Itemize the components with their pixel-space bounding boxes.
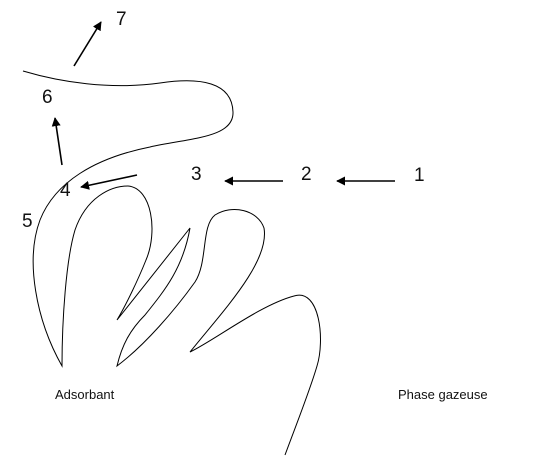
label-adsorbent: Adsorbant [55, 387, 115, 402]
step-number-3: 3 [191, 164, 202, 185]
step-number-2: 2 [301, 164, 312, 185]
step-number-6: 6 [42, 87, 53, 108]
arrow-3-to-4 [81, 175, 137, 187]
arrow-5-to-6 [55, 118, 62, 165]
step-number-7: 7 [116, 9, 127, 30]
step-number-5: 5 [22, 211, 33, 232]
step-number-1: 1 [414, 165, 425, 186]
arrow-to-7 [74, 22, 101, 66]
label-gas-phase: Phase gazeuse [398, 387, 488, 402]
step-number-4: 4 [60, 180, 71, 201]
